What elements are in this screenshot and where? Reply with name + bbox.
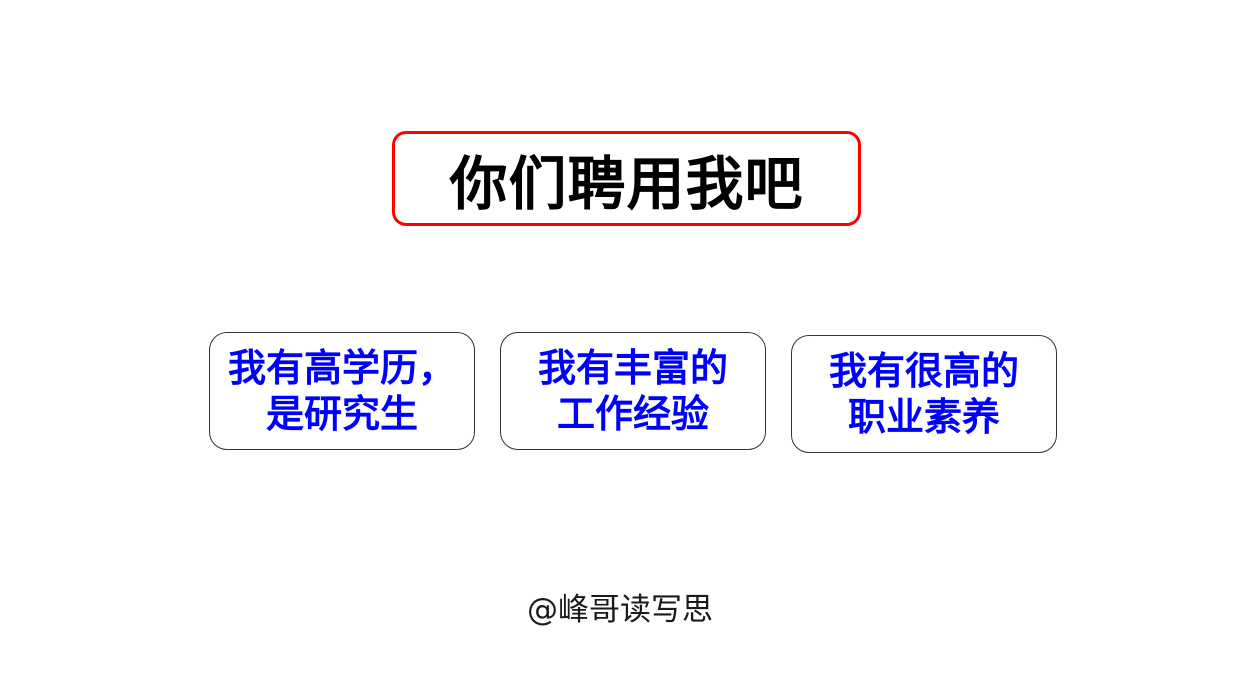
card-professionalism-line-2: 职业素养 xyxy=(847,395,1000,439)
title-box: 你们聘用我吧 xyxy=(392,131,861,226)
title-text: 你们聘用我吧 xyxy=(449,149,804,218)
card-experience-line-1: 我有丰富的 xyxy=(537,346,728,390)
card-education-line-2: 是研究生 xyxy=(265,392,418,436)
card-education: 我有高学历， 是研究生 xyxy=(209,332,475,450)
card-professionalism: 我有很高的 职业素养 xyxy=(791,335,1057,453)
card-experience-line-2: 工作经验 xyxy=(556,392,709,436)
watermark: @峰哥读写思 xyxy=(527,592,713,628)
card-experience: 我有丰富的 工作经验 xyxy=(500,332,766,450)
card-professionalism-line-1: 我有很高的 xyxy=(828,349,1019,393)
card-education-line-1: 我有高学历， xyxy=(227,346,456,390)
